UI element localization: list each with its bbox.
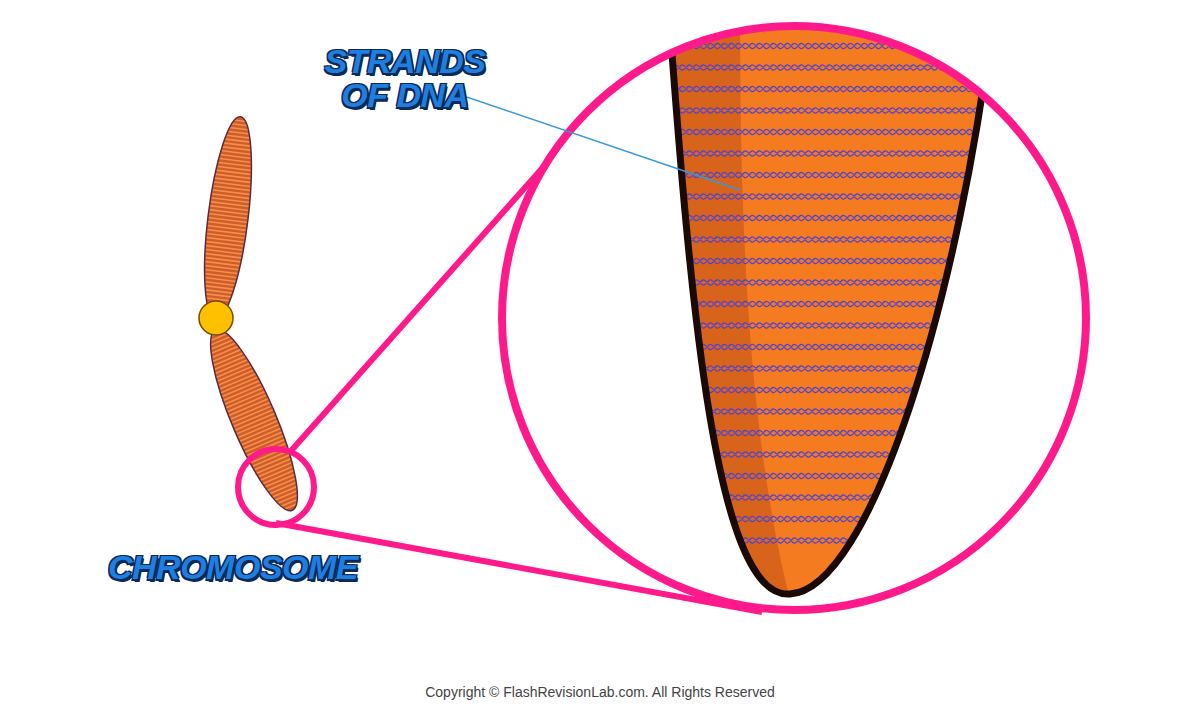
leader-line [452,92,740,190]
copyright-note: Copyright © FlashRevisionLab.com. All Ri… [0,684,1200,700]
chromosome-arm [195,321,312,519]
centromere [199,301,233,335]
chromosome-arm [196,114,261,321]
part-label: STRANDS OF DNA [300,44,510,112]
zoom-circle [238,449,314,525]
part-label: CHROMOSOME [108,550,348,584]
magnifier-circle [502,26,1086,610]
magnified-chromosome [505,0,1083,607]
